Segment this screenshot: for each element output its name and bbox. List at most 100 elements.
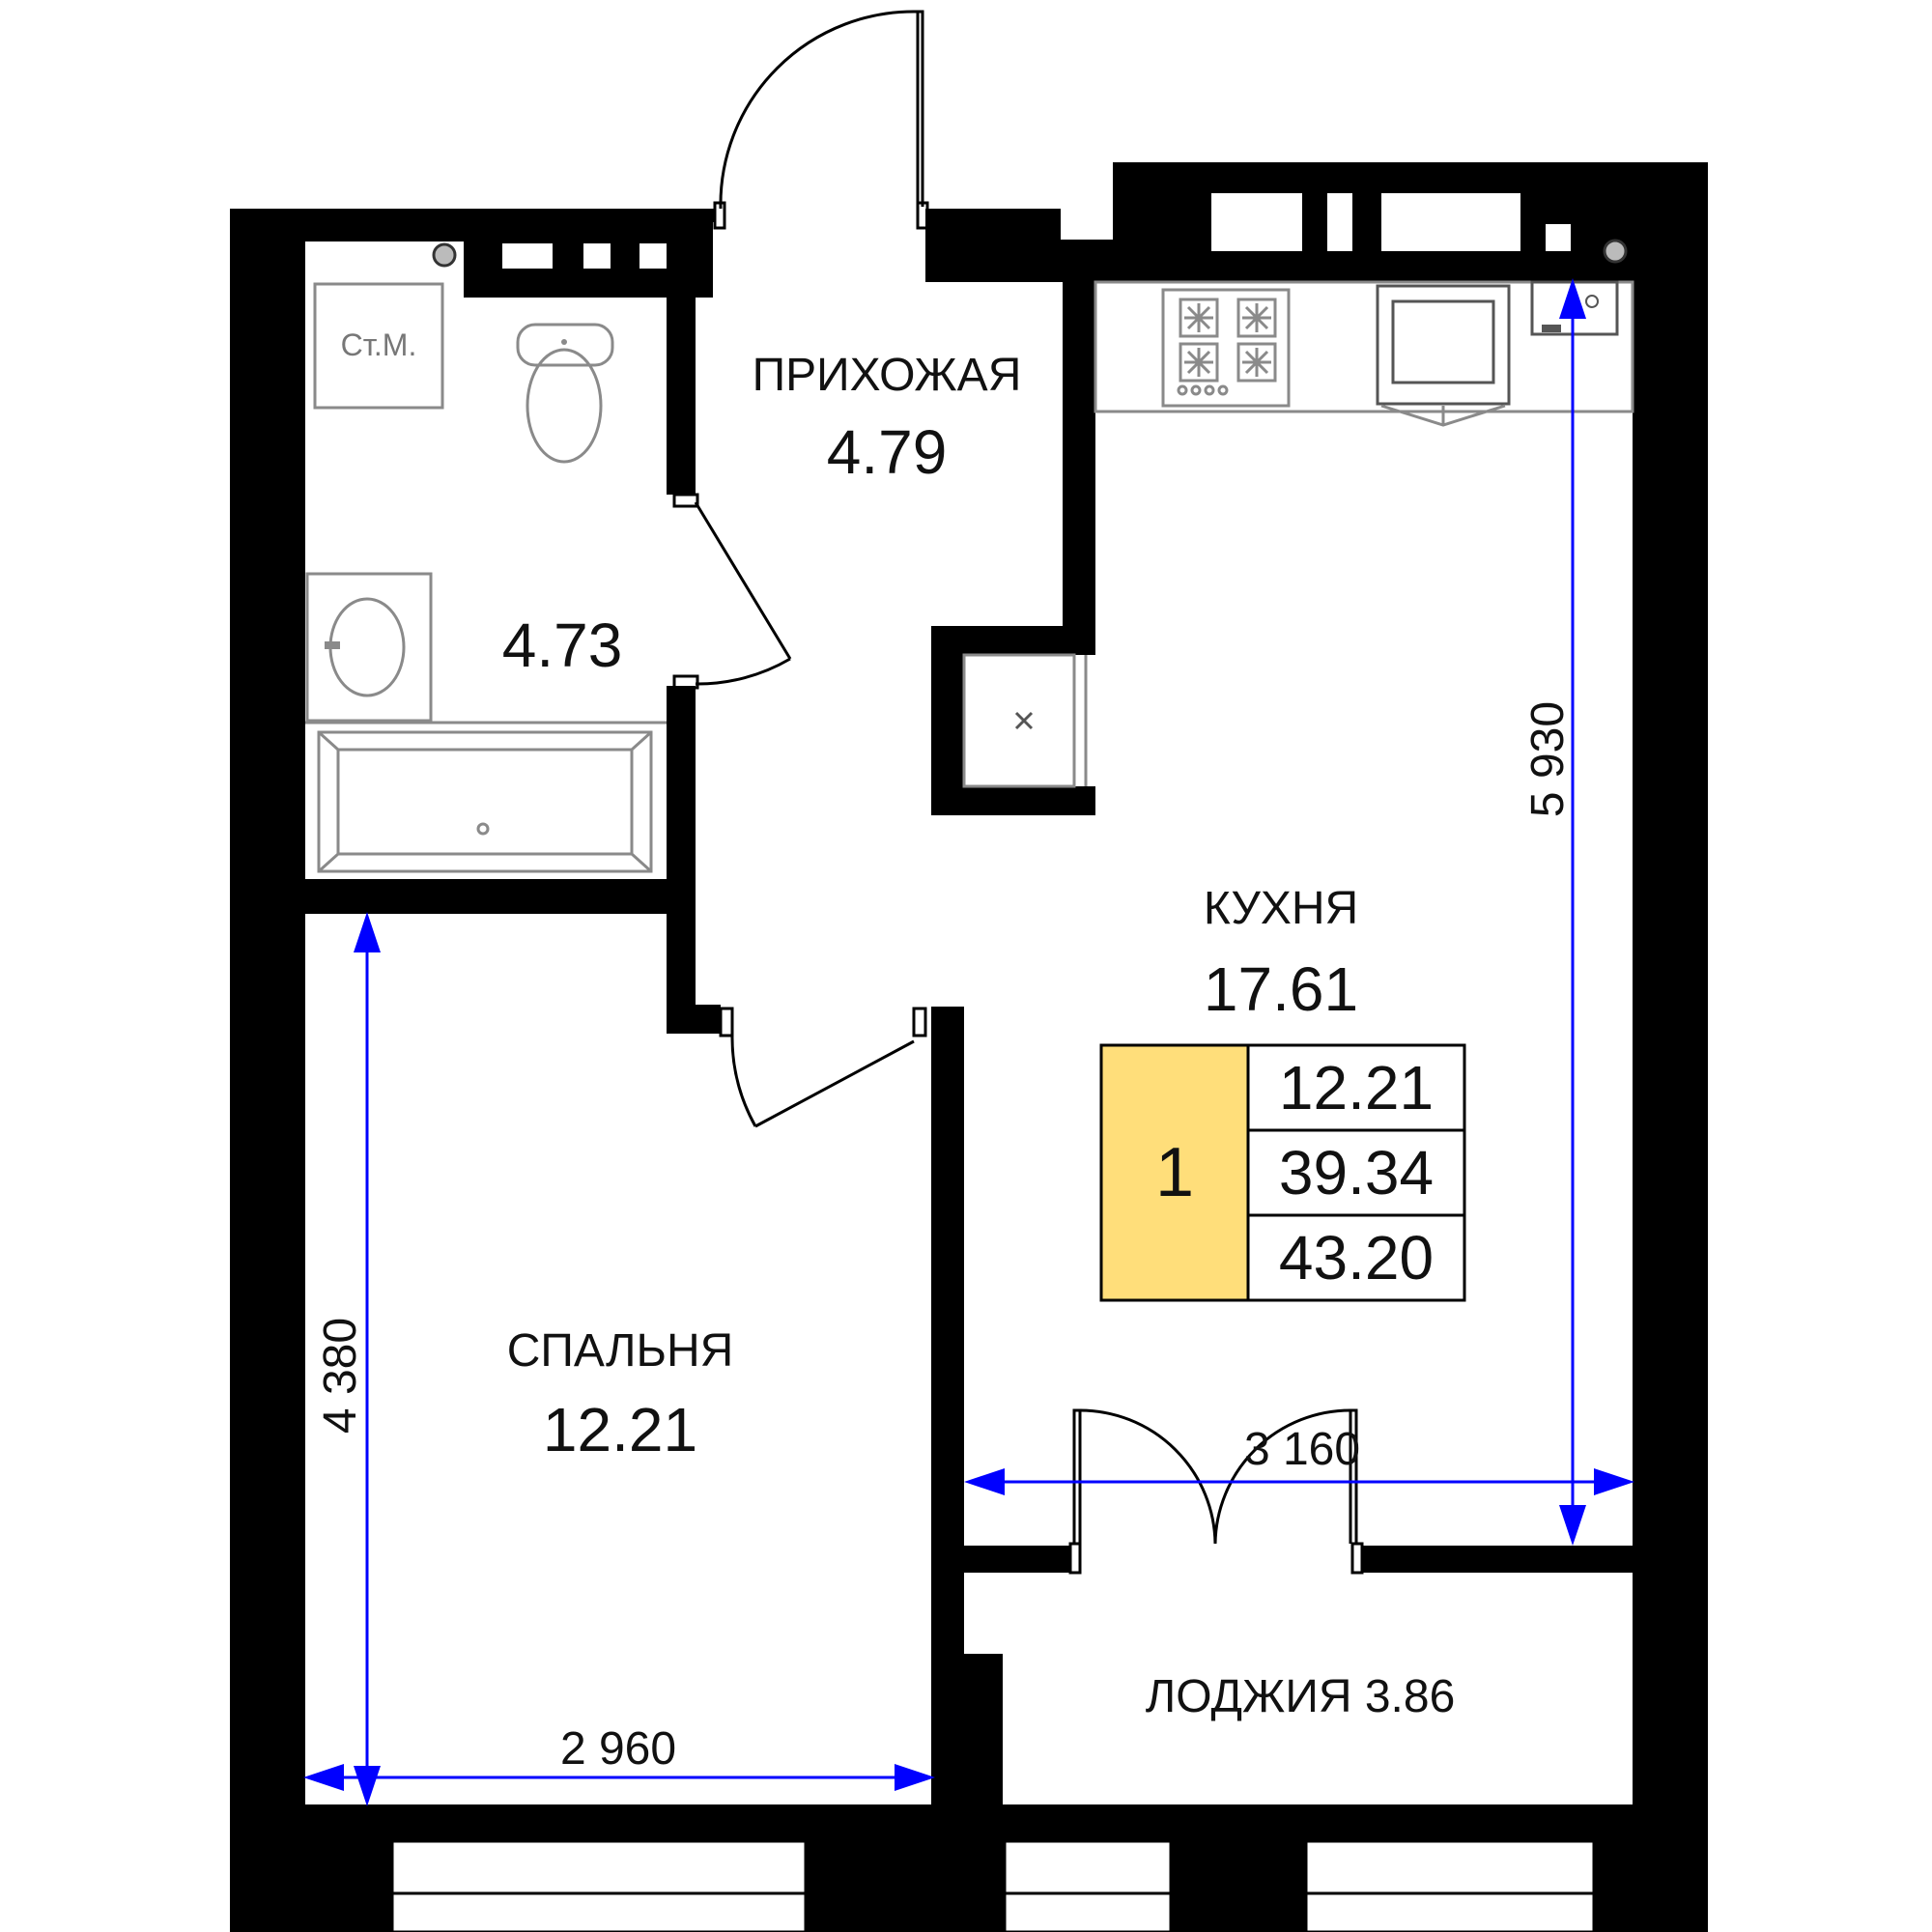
shaft-interior [962,653,1076,788]
window-bath-2 [583,243,611,269]
bottom-pier-3 [1171,1804,1306,1932]
total-with-loggia: 43.20 [1279,1223,1434,1293]
shaft-bottom [931,786,1095,815]
bed-door-swing [730,1033,757,1127]
entrance-door-jamb-left [713,201,726,230]
bed-door-leaf [754,1039,915,1128]
entrance-door-jamb-right [916,201,929,230]
top-windows [432,193,1628,269]
loggia-wall-right [1362,1546,1633,1573]
rooms-count-badge [1099,1043,1250,1302]
fridge-icon [1376,284,1511,406]
window-kitchen-1 [1211,193,1302,251]
window-bath-3 [639,243,667,269]
room-labels: ПРИХОЖАЯ 4.79 4.73 КУХНЯ 17.61 СПАЛЬНЯ 1… [502,350,1456,1722]
dimensions: 5 930 3 160 4 380 2 960 [303,278,1634,1806]
dim-arrow-up [1559,278,1586,319]
summary-cell-3 [1246,1213,1466,1302]
top-wall-bath [230,209,713,242]
kitchen-area: 17.61 [1204,954,1358,1024]
summary-cell-2 [1246,1128,1466,1217]
bath-door-jamb-top [672,493,699,508]
loggia-door-swing-right [1213,1408,1351,1545]
shaft-cross-icon [1014,711,1034,730]
kitchen-sink-icon [1530,280,1619,336]
dim-arrow-down-2 [354,1766,381,1806]
riser-icon-kitchen [1603,239,1628,264]
summary-table: 1 12.21 39.34 43.20 [1099,1043,1466,1302]
burners [1177,298,1277,396]
rooms-count: 1 [1155,1134,1194,1211]
bottom-pier-2 [806,1804,1005,1932]
right-outer-wall [1633,162,1708,1814]
bathtub-icon [317,730,653,873]
kitchen-fixtures [962,280,1634,788]
dim-bedroom-height: 4 380 [315,1318,366,1434]
kitchen-counter [1094,280,1634,413]
shaft-left [931,626,964,815]
hall-bedroom-stub-end [667,1005,721,1034]
left-outer-wall [230,209,305,1814]
bathroom-fixtures: Ст.М. [305,282,667,873]
toilet-bowl [526,348,603,464]
dim-arrow-left-2 [303,1764,344,1791]
hall-kitchen-wall [1063,282,1095,655]
bedroom-area: 12.21 [543,1395,697,1464]
dim-kitchen-width: 3 160 [1244,1424,1360,1475]
window-bedroom [390,1839,808,1932]
living-area: 12.21 [1279,1053,1434,1122]
loggia-label: ЛОДЖИЯ 3.86 [1146,1671,1456,1722]
window-loggia-1 [1003,1839,1173,1932]
bottom-pier-1 [230,1804,392,1932]
bottom-windows [390,1839,1596,1932]
stove-icon [1161,288,1291,408]
hallway-name: ПРИХОЖАЯ [753,350,1022,401]
window-kitchen-2 [1327,193,1352,251]
loggia-left-pier [964,1654,1003,1814]
summary-cell-1 [1246,1043,1466,1132]
bath-door-jamb-bottom [672,674,699,690]
fridge-inner [1391,299,1495,384]
dim-arrow-right-2 [895,1764,935,1791]
washing-machine [313,282,444,410]
bath-bedroom-wall [305,879,696,914]
loggia-door-jamb-left [1068,1542,1082,1575]
sink-cabinet [305,572,433,723]
hallway-area: 4.79 [827,417,948,487]
window-loggia-2 [1304,1839,1596,1932]
loggia-wall-left [964,1546,1070,1573]
dim-arrow-right [1594,1468,1634,1495]
kitchen-name: КУХНЯ [1204,883,1358,934]
bath-hall-wall-upper [667,282,696,495]
bedroom-kitchen-wall [931,1007,964,1814]
dim-bedroom-width: 2 960 [560,1723,676,1775]
dim-kitchen-height: 5 930 [1522,701,1574,817]
loggia-door-swing-left [1079,1408,1217,1545]
riser-icon [432,242,457,268]
sink-icon [328,597,406,697]
loggia-door-jamb-right [1350,1542,1364,1575]
loggia-door-leaf-right [1349,1408,1358,1544]
bottom-pier-4 [1594,1804,1708,1932]
doors [672,10,1364,1575]
bath-hall-wall-lower [667,686,696,914]
window-bath-1 [502,243,553,269]
dim-arrow-left [964,1468,1005,1495]
walls [230,162,1708,1932]
bath-door-swing [695,657,791,686]
dim-arrow-down [1559,1505,1586,1546]
bathroom-area: 4.73 [502,611,623,680]
bed-door-jamb-right [912,1007,927,1037]
window-kitchen-4 [1546,224,1571,251]
bedroom-name: СПАЛЬНЯ [507,1325,734,1377]
bed-door-jamb-left [719,1007,734,1037]
window-kitchen-3 [1381,193,1520,251]
total-area: 39.34 [1279,1138,1434,1208]
bathtub-inner [336,748,634,856]
bath-door-leaf [694,501,792,660]
dim-arrow-up-2 [354,912,381,952]
washer-label: Ст.М. [341,327,417,362]
entrance-door-swing [719,10,919,210]
loggia-door-leaf-left [1072,1408,1082,1544]
